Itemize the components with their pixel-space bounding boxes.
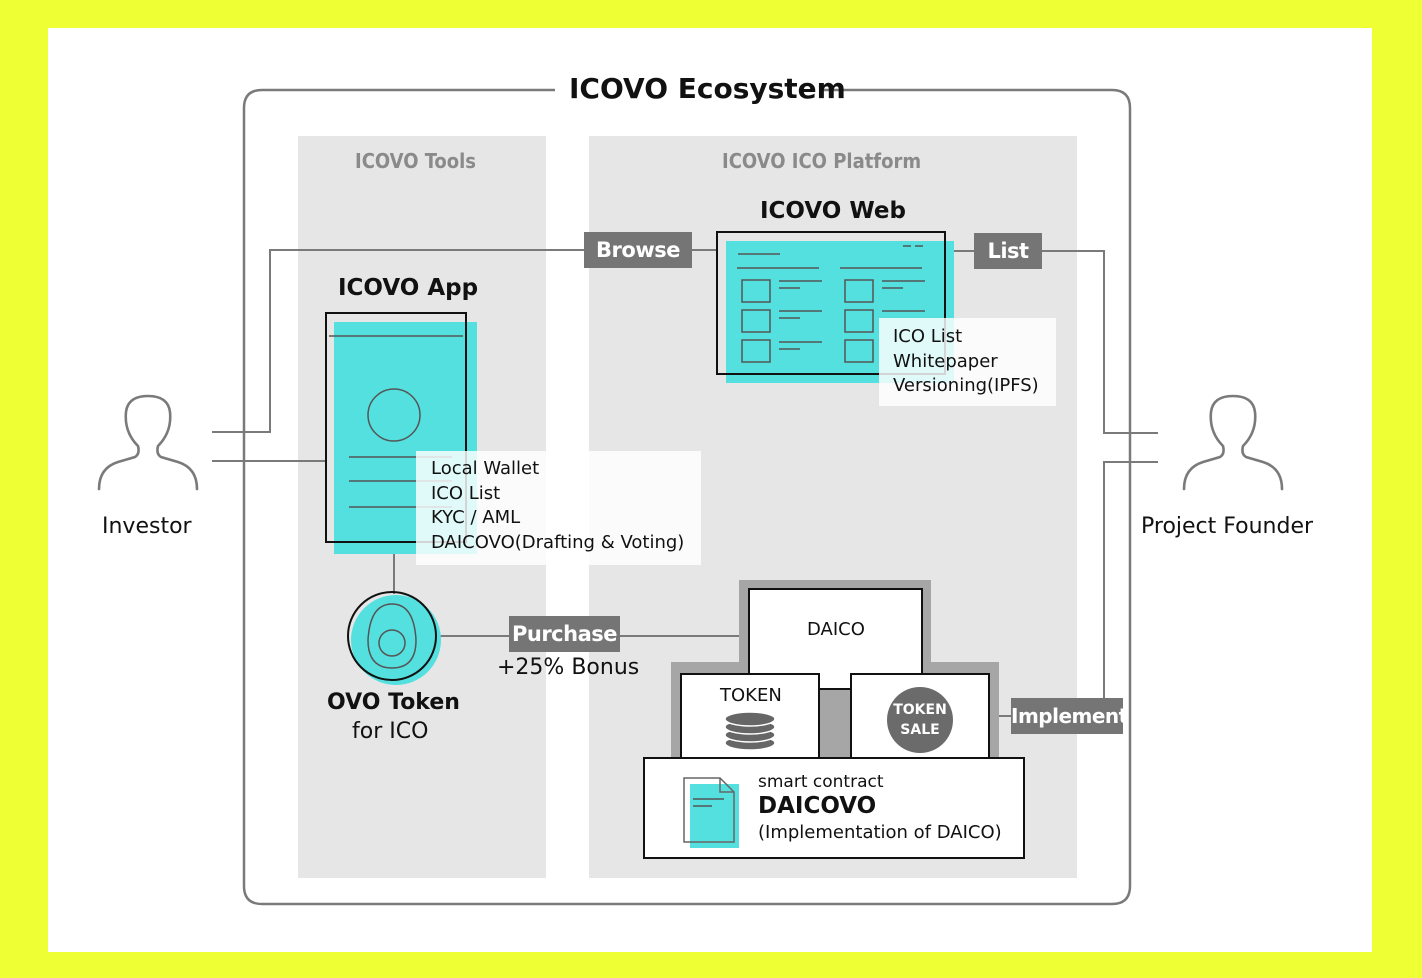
web-title: ICOVO Web (760, 198, 906, 224)
app-feature: KYC / AML (431, 507, 521, 528)
daico-stack (643, 580, 1025, 859)
contract-caption: smart contract (758, 772, 884, 792)
connector-lines (212, 249, 1158, 717)
token-sale-line: SALE (900, 722, 940, 738)
investor-browse-line (212, 249, 585, 433)
ecosystem-frame (242, 88, 1132, 906)
token-subtitle: for ICO (352, 719, 429, 744)
document-icon (683, 777, 739, 848)
contract-name: DAICOVO (758, 793, 877, 819)
web-feature: ICO List (893, 326, 963, 347)
list-tag: List (974, 233, 1042, 269)
app-feature: Local Wallet (431, 458, 540, 479)
token-sale-line: TOKEN (893, 702, 947, 718)
founder-label: Project Founder (1141, 514, 1314, 539)
investor-label: Investor (102, 514, 192, 539)
app-feature: ICO List (431, 482, 501, 504)
investor-person-icon (97, 394, 199, 491)
avocado-icon (347, 591, 441, 685)
token-sale-label: TOKEN SALE (893, 700, 947, 740)
browse-tag: Browse (584, 232, 692, 268)
token-sale-badge (887, 687, 953, 753)
web-feature: Whitepaper (893, 350, 998, 372)
daico-label: DAICO (807, 619, 865, 640)
app-features-note: Local Wallet ICO List KYC / AML DAICOVO(… (416, 451, 701, 565)
tools-panel-title: ICOVO Tools (355, 149, 476, 173)
coin-stack-icon (724, 711, 776, 751)
list-founder-line (1042, 250, 1158, 434)
app-feature: DAICOVO(Drafting & Voting) (431, 531, 685, 553)
token-name: OVO Token (327, 690, 460, 715)
purchase-tag: Purchase (509, 616, 620, 652)
contract-description: (Implementation of DAICO) (758, 822, 1002, 843)
purchase-bonus-note: +25% Bonus (497, 655, 640, 680)
founder-implement-line (1103, 461, 1158, 700)
web-features-note: ICO List Whitepaper Versioning(IPFS) (879, 318, 1056, 406)
founder-person-icon (1182, 394, 1284, 491)
web-feature: Versioning(IPFS) (893, 375, 1039, 396)
platform-panel-title: ICOVO ICO Platform (722, 149, 922, 173)
implement-tag: Implement (1011, 698, 1128, 734)
ecosystem-title: ICOVO Ecosystem (569, 72, 846, 105)
app-title: ICOVO App (338, 275, 479, 301)
token-label: TOKEN (720, 685, 782, 706)
